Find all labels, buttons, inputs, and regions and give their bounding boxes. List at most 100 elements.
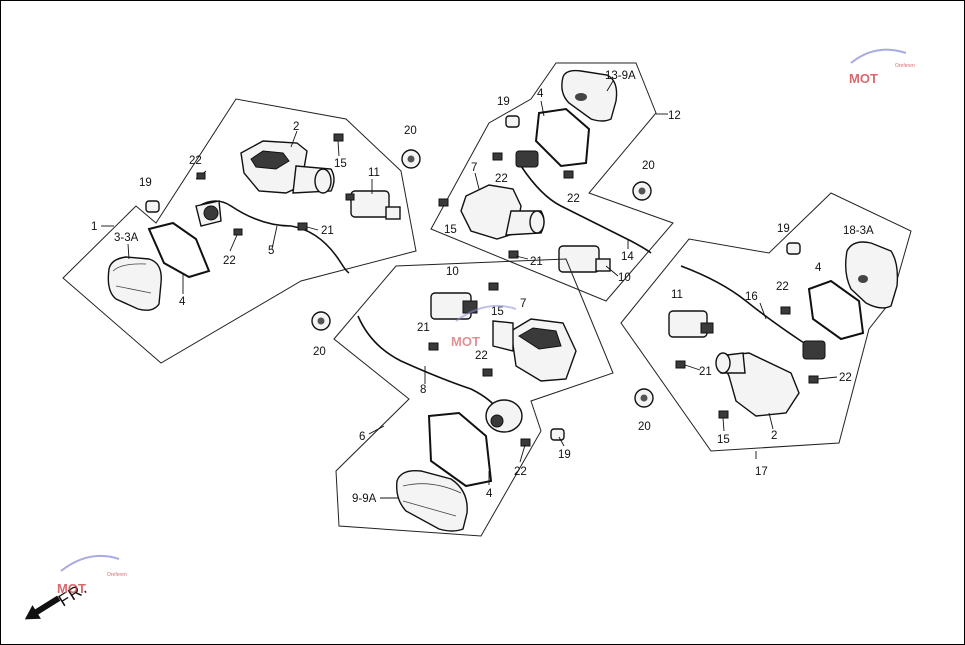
wire-harness-8 xyxy=(357,315,523,433)
gasket-4b xyxy=(534,107,591,168)
callout-2a: 2 xyxy=(293,121,299,133)
callout-14: 14 xyxy=(621,251,634,263)
callout-22h: 22 xyxy=(839,372,852,384)
screw-22f xyxy=(520,438,531,447)
screw-22a xyxy=(195,170,207,180)
socket-11b xyxy=(668,310,714,338)
callout-4b: 4 xyxy=(537,88,544,100)
lens-18-3a xyxy=(844,241,899,309)
socket-10b xyxy=(430,292,478,320)
callout-4c: 4 xyxy=(486,488,493,500)
callout-1: 1 xyxy=(91,221,97,233)
callout-15d: 15 xyxy=(717,434,730,446)
callout-2b: 2 xyxy=(771,430,777,442)
callout-22f: 22 xyxy=(514,466,527,478)
group-17-outline xyxy=(620,192,912,452)
housing-2b xyxy=(715,352,800,417)
callout-4d: 4 xyxy=(815,262,822,274)
nut-20d xyxy=(634,388,654,408)
watermark-text-bottom: MOT xyxy=(57,581,86,596)
callout-15c: 15 xyxy=(491,306,504,318)
grommet-19c xyxy=(550,428,565,441)
callout-21d: 21 xyxy=(699,366,712,378)
gasket-4a xyxy=(147,221,211,279)
housing-2a xyxy=(240,140,335,194)
callout-21c: 21 xyxy=(417,322,430,334)
clip-21d xyxy=(675,360,686,369)
callout-11b: 11 xyxy=(671,289,683,301)
callout-22c: 22 xyxy=(495,173,508,185)
watermark-top-right: MOT Oreferen xyxy=(849,48,915,86)
wire-harness-14 xyxy=(515,150,652,254)
screw-22d xyxy=(563,170,574,179)
screw-15b xyxy=(438,198,449,207)
clip-21c xyxy=(428,342,439,351)
grommet-19d xyxy=(786,242,801,255)
wire-harness-5 xyxy=(195,200,350,274)
callout-9-9a: 9-9A xyxy=(352,493,377,505)
callout-22a: 22 xyxy=(189,155,202,167)
grommet-19a xyxy=(145,200,160,213)
callout-20b: 20 xyxy=(642,160,655,172)
screw-15d xyxy=(718,410,729,419)
callout-19a: 19 xyxy=(139,177,152,189)
group-6-outline xyxy=(333,258,614,537)
callout-20c: 20 xyxy=(313,346,326,358)
lens-9-9a xyxy=(396,470,468,532)
gasket-4c xyxy=(427,411,493,488)
socket-10a xyxy=(558,245,611,273)
callout-22d: 22 xyxy=(567,193,580,205)
socket-11a xyxy=(345,190,401,220)
gasket-4d xyxy=(807,279,865,341)
screw-22h xyxy=(808,375,819,384)
callout-21b: 21 xyxy=(530,256,543,268)
callout-19c: 19 xyxy=(558,449,571,461)
callout-11a: 11 xyxy=(368,167,380,179)
screw-22g xyxy=(780,306,791,315)
callout-6: 6 xyxy=(359,431,365,443)
callout-21a: 21 xyxy=(321,225,334,237)
screw-15c xyxy=(488,282,499,291)
screw-22c xyxy=(492,152,503,161)
callout-3-3a: 3-3A xyxy=(114,232,139,244)
lens-3-3a xyxy=(107,256,162,311)
watermark-text: MOT xyxy=(849,71,878,86)
callout-13-9a: 13-9A xyxy=(605,70,636,82)
screw-22e xyxy=(482,368,493,377)
watermark-center: MOT xyxy=(451,304,517,349)
callout-labels: 1 3-3A 4 5 2 11 15 21 22 22 19 20 12 13-… xyxy=(91,70,874,505)
callout-16: 16 xyxy=(745,291,758,303)
group-12-outline xyxy=(430,62,674,302)
callout-5: 5 xyxy=(268,245,274,257)
nut-20c xyxy=(311,311,331,331)
housing-7b xyxy=(492,318,577,382)
watermark-subtext: Oreferen xyxy=(895,63,915,69)
clip-21b xyxy=(508,250,519,259)
housing-7a xyxy=(460,184,545,240)
nut-20a xyxy=(401,149,421,169)
callout-22g: 22 xyxy=(776,281,789,293)
leader-lines xyxy=(101,80,838,499)
callout-4a: 4 xyxy=(179,296,186,308)
callout-22b: 22 xyxy=(223,255,236,267)
callout-19d: 19 xyxy=(777,223,790,235)
screw-22b xyxy=(233,228,243,236)
wire-harness-16 xyxy=(680,265,826,360)
grommet-19b xyxy=(505,115,520,128)
callout-15a: 15 xyxy=(334,158,347,170)
watermark-text-center: MOT xyxy=(451,334,480,349)
callout-22e: 22 xyxy=(475,350,488,362)
callout-20d: 20 xyxy=(638,421,651,433)
callout-20a: 20 xyxy=(404,125,417,137)
callout-10b: 10 xyxy=(446,266,459,278)
callout-12: 12 xyxy=(668,110,681,122)
callout-10a: 10 xyxy=(618,272,631,284)
callout-19b: 19 xyxy=(497,96,510,108)
front-arrow-icon xyxy=(24,595,61,620)
screw-15a xyxy=(333,133,344,142)
nut-20b xyxy=(632,181,652,201)
callout-7b: 7 xyxy=(520,298,526,310)
callout-18-3a: 18-3A xyxy=(843,225,874,237)
